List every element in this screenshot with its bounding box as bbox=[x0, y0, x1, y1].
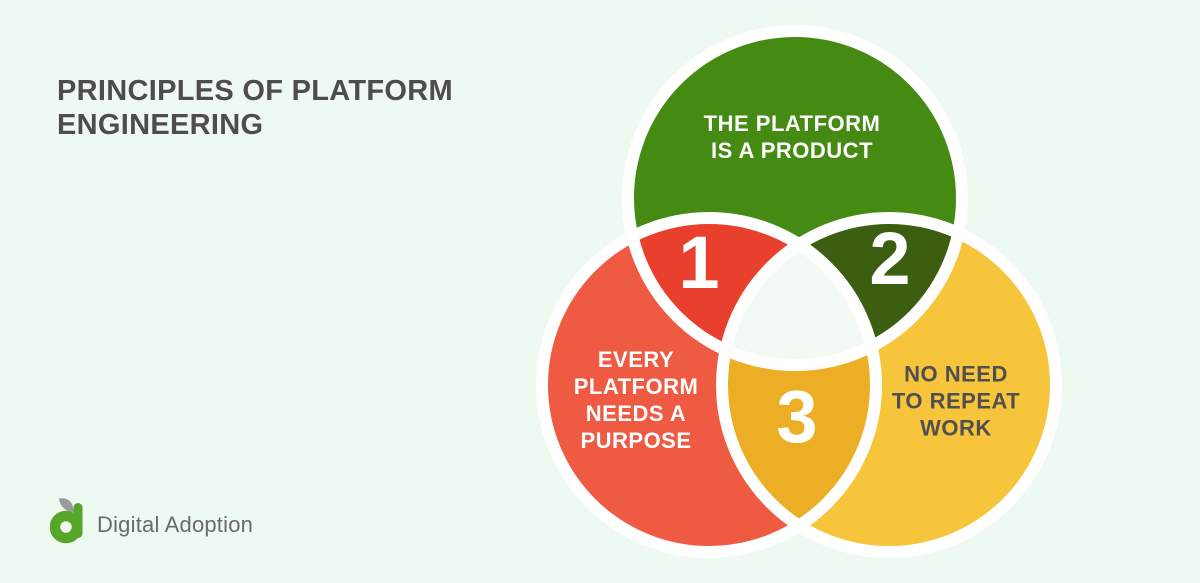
intersection-number-3: 3 bbox=[776, 375, 818, 458]
circle-outline-repeat bbox=[716, 212, 1062, 558]
digital-adoption-logo: Digital Adoption bbox=[50, 496, 310, 544]
circle-outline-product bbox=[622, 25, 968, 371]
intersection-number-2: 2 bbox=[869, 217, 911, 300]
logo-wordmark: Digital Adoption bbox=[97, 512, 254, 537]
lens-center bbox=[722, 218, 876, 365]
intersection-number-1: 1 bbox=[678, 221, 720, 304]
logo-a-stem bbox=[73, 503, 83, 538]
circle-outline-purpose bbox=[536, 212, 882, 558]
logo-leaf-shape bbox=[59, 498, 74, 512]
digital-adoption-logo-icon bbox=[50, 498, 83, 544]
